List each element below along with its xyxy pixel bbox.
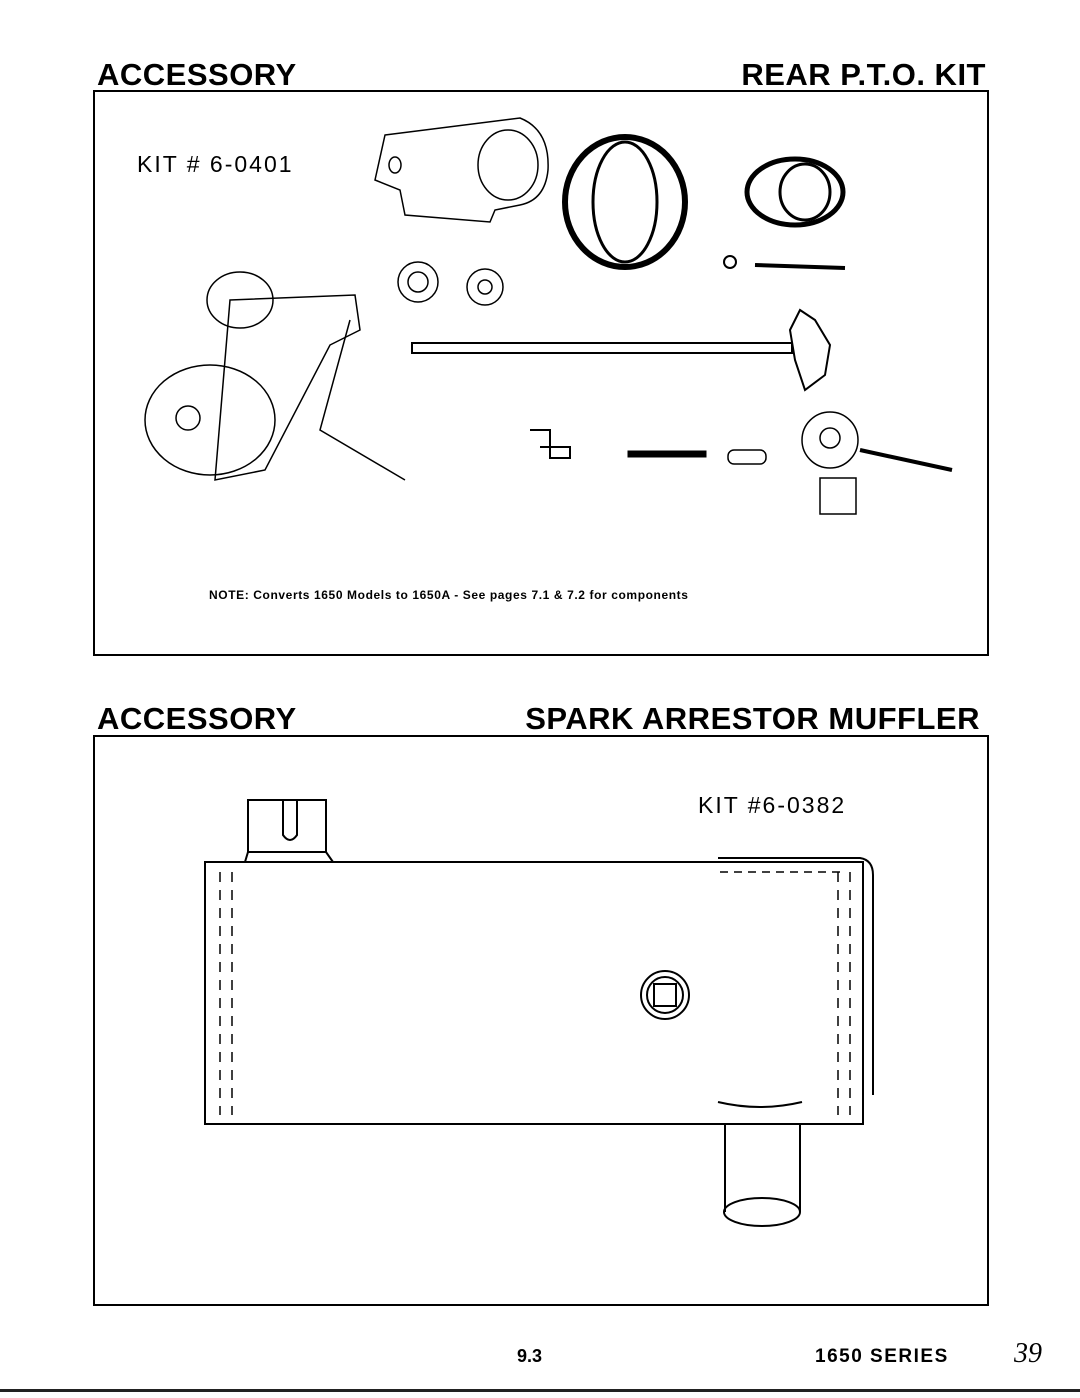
pto-shaft-icon [411,308,832,392]
section2-right-heading: SPARK ARRESTOR MUFFLER [525,701,980,736]
drive-belt-small-icon [744,156,846,228]
section2-box: KIT #6-0382 [93,736,989,1306]
pulley-icon [397,261,504,306]
pto-kit-illustration [144,117,953,515]
inlet-pipe-icon [244,799,334,863]
footer-page-section: 9.3 [517,1346,543,1366]
section1-right-heading: REAR P.T.O. KIT [741,57,986,92]
spring-bolt-icon [723,255,846,270]
muffler-illustration [204,799,874,1227]
drive-belt-large-icon [562,134,688,270]
section2-left-heading: ACCESSORY [97,701,297,736]
muffler-body-icon [204,857,874,1125]
idler-arm-assembly-icon [144,271,406,481]
section1-kit-number: KIT # 6-0401 [137,151,294,177]
section1-note: NOTE: Converts 1650 Models to 1650A - Se… [209,588,689,602]
drain-plug-icon [640,970,690,1020]
section1-rule [93,90,989,92]
key-stock-icon [627,450,707,458]
section2-rule [93,735,989,737]
sleeve-icon [727,449,767,465]
belt-guard-icon [374,117,549,223]
bracket-icon [530,429,571,459]
section1-box: KIT # 6-0401 NOTE: Converts 1650 Models … [93,91,989,656]
page-bottom-edge [0,1389,1080,1392]
clutch-assembly-icon [801,411,953,515]
footer-page-number: 39 [1014,1338,1042,1369]
outlet-pipe-icon [717,1101,803,1227]
footer-series: 1650 SERIES [815,1346,949,1367]
section2-kit-number: KIT #6-0382 [698,792,847,818]
section1-left-heading: ACCESSORY [97,57,297,92]
